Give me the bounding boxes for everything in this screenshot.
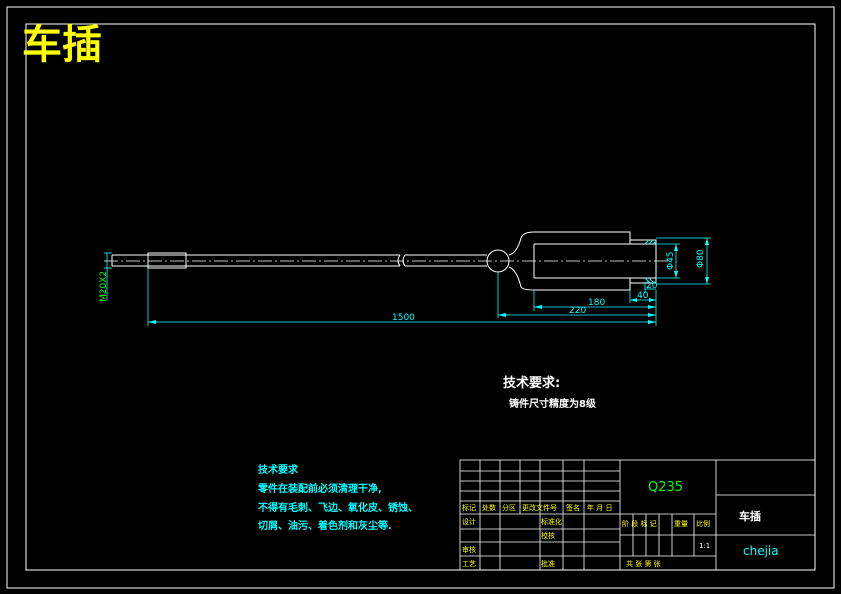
tb-scale: 1:1 <box>699 542 710 550</box>
dim-phi80: Φ80 <box>696 249 706 268</box>
dim-180: 180 <box>588 298 605 308</box>
tb-jiaohe: 校核 <box>541 531 555 540</box>
tb-shenhe: 审核 <box>462 545 476 554</box>
tb-fenqu: 分区 <box>502 503 516 512</box>
tech-req2-line-2: 不得有毛刺、飞边、氧化皮、锈蚀、 <box>258 501 418 514</box>
tb-nyr: 年 月 日 <box>587 503 612 512</box>
tech-req2-line-1: 零件在装配前必须清理干净, <box>257 482 382 495</box>
tb-gongyi: 工艺 <box>462 560 476 568</box>
tb-sheji: 设计 <box>462 517 476 526</box>
tb-qianming: 签名 <box>566 503 580 512</box>
tb-bili: 比例 <box>696 519 710 528</box>
outer-frame <box>6 6 835 589</box>
drawing-title: 车插 <box>22 22 102 68</box>
dim-1500: 1500 <box>392 313 415 323</box>
tb-chushu: 处数 <box>482 503 496 512</box>
inner-frame <box>25 23 816 571</box>
dim-220: 220 <box>569 306 586 316</box>
tech-req2-heading: 技术要求 <box>258 463 299 476</box>
title-block-text: 标记 处数 分区 更改文件号 签名 年 月 日 设计 标准化 阶 段 标 记 重… <box>462 503 710 568</box>
tb-zhangye: 共 张 第 张 <box>626 559 661 568</box>
tb-biaoji: 标记 <box>462 503 476 512</box>
hatch-groove <box>644 239 657 283</box>
tb-zhongliang: 重量 <box>674 520 688 528</box>
tb-material: Q235 <box>648 480 683 495</box>
dimension-texts: 1500 220 180 40 20 Φ45 Φ80 M20X2 <box>99 249 706 323</box>
part-geometry <box>111 231 657 291</box>
title-block <box>459 459 816 571</box>
dim-20: 20 <box>646 281 658 291</box>
tech-req-line: 铸件尺寸精度为8级 <box>509 397 597 410</box>
tb-jieduan: 阶 段 标 记 <box>622 519 657 528</box>
tb-gengwen: 更改文件号 <box>522 503 557 512</box>
tech-req2-line-3: 切屑、油污、着色剂和灰尘等. <box>258 519 392 532</box>
dim-phi45: Φ45 <box>666 251 676 270</box>
tb-pizhun: 批准 <box>541 559 555 568</box>
tb-biaozhunhua: 标准化 <box>541 517 562 526</box>
dim-m20x2: M20X2 <box>99 271 109 302</box>
tb-part-name: 车插 <box>739 509 761 523</box>
dimension-arrows <box>148 238 709 324</box>
tech-req-block-2: 技术要求 零件在装配前必须清理干净, 不得有毛刺、飞边、氧化皮、锈蚀、 切屑、油… <box>257 463 418 532</box>
dim-40: 40 <box>637 291 649 301</box>
tech-req-heading: 技术要求: <box>503 375 560 391</box>
tb-drawing-code: chejia <box>743 544 779 558</box>
